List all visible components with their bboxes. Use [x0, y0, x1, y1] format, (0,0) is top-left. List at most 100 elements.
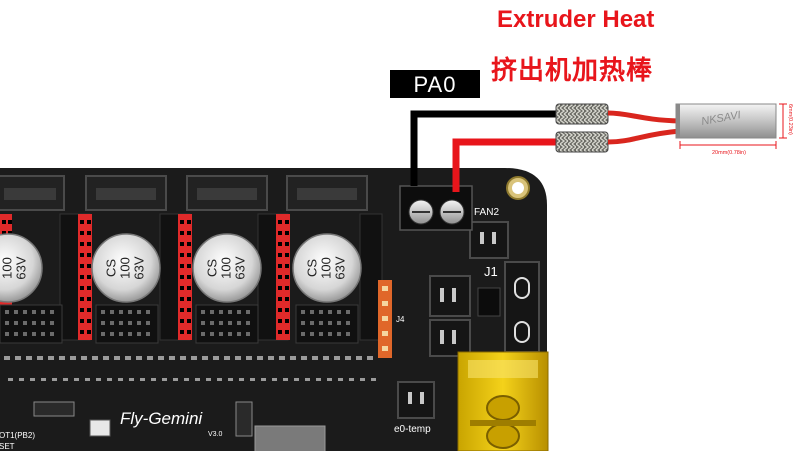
smd-part: [191, 356, 197, 360]
header-pin: [201, 310, 205, 314]
wires: [410, 110, 558, 192]
header-pin: [23, 321, 27, 325]
pin-hole: [285, 319, 289, 323]
smd-part: [250, 378, 255, 381]
capacitor-label: 100: [117, 257, 132, 279]
header-pin: [228, 321, 232, 325]
pin-hole: [285, 242, 289, 246]
negative-wire: [410, 110, 558, 186]
pin-hole: [87, 286, 91, 290]
header-pin: [337, 310, 341, 314]
pin-hole: [8, 220, 12, 224]
smd-part: [217, 378, 222, 381]
header-pin: [246, 310, 250, 314]
smd-part: [184, 378, 189, 381]
header-pin: [210, 332, 214, 336]
smd-part: [151, 378, 156, 381]
header-pin: [110, 332, 114, 336]
header-pin: [146, 310, 150, 314]
smd-part: [202, 356, 208, 360]
capacitor-label: CS: [204, 259, 219, 277]
header-pin: [246, 321, 250, 325]
mcu-chip: [254, 425, 326, 451]
header-pin: [210, 310, 214, 314]
header-pin: [119, 310, 123, 314]
smd-part: [15, 356, 21, 360]
header-pin: [301, 310, 305, 314]
header-pin: [23, 310, 27, 314]
pin-hole: [80, 275, 84, 279]
pin-hole: [180, 297, 184, 301]
pin-hole: [2, 220, 6, 224]
header-pin: [5, 321, 9, 325]
pin-hole: [285, 275, 289, 279]
smd-part: [140, 378, 145, 381]
pin-hole: [285, 264, 289, 268]
smd-part: [26, 356, 32, 360]
smd-part: [129, 378, 134, 381]
pin-hole: [187, 286, 191, 290]
pin-hole: [187, 308, 191, 312]
smd-part: [345, 356, 351, 360]
boot-label: OT1(PB2): [0, 431, 35, 440]
header-pin: [310, 332, 314, 336]
smd-part: [371, 378, 376, 381]
smd-part: [70, 356, 76, 360]
smd-part: [92, 356, 98, 360]
pin-hole: [278, 264, 282, 268]
header-pin: [328, 332, 332, 336]
pin-hole: [285, 330, 289, 334]
smd-part: [323, 356, 329, 360]
smd-part: [312, 356, 318, 360]
smd-part: [180, 356, 186, 360]
header-pin: [219, 321, 223, 325]
pin-hole: [285, 308, 289, 312]
smd-part: [59, 356, 65, 360]
header-pin: [101, 332, 105, 336]
title-english: Extruder Heat: [497, 6, 655, 33]
header-pin: [228, 310, 232, 314]
header-pin: [201, 332, 205, 336]
smd-part: [96, 378, 101, 381]
pin-hole: [187, 231, 191, 235]
pin-hole: [278, 319, 282, 323]
pin-hole: [180, 231, 184, 235]
pin-hole: [80, 286, 84, 290]
smd-part: [169, 356, 175, 360]
capacitor-label: 63V: [232, 256, 247, 279]
pin-hole: [278, 275, 282, 279]
smd-part: [173, 378, 178, 381]
header-pin: [319, 332, 323, 336]
smd-part: [74, 378, 79, 381]
pin-hole: [180, 264, 184, 268]
pin-hole: [278, 242, 282, 246]
pin-hole: [187, 297, 191, 301]
smd-part: [279, 356, 285, 360]
pin-hole: [80, 330, 84, 334]
header-pin: [101, 321, 105, 325]
smd-part: [349, 378, 354, 381]
smd-part: [261, 378, 266, 381]
header-pin: [110, 321, 114, 325]
smd-part: [125, 356, 131, 360]
smd-part: [283, 378, 288, 381]
smd-part: [118, 378, 123, 381]
smd-part: [158, 356, 164, 360]
header-pin: [346, 321, 350, 325]
pin-hole: [285, 231, 289, 235]
smd-part: [48, 356, 54, 360]
header-pin: [137, 321, 141, 325]
smd-part: [327, 378, 332, 381]
header-pin: [237, 321, 241, 325]
pin-hole: [180, 286, 184, 290]
header-pin: [23, 332, 27, 336]
capacitor-label: 63V: [332, 256, 347, 279]
header-pin: [310, 310, 314, 314]
pin-hole: [180, 220, 184, 224]
pin-hole: [180, 308, 184, 312]
pin-hole: [80, 253, 84, 257]
header-pin: [146, 321, 150, 325]
capacitor-label: 100: [218, 257, 233, 279]
